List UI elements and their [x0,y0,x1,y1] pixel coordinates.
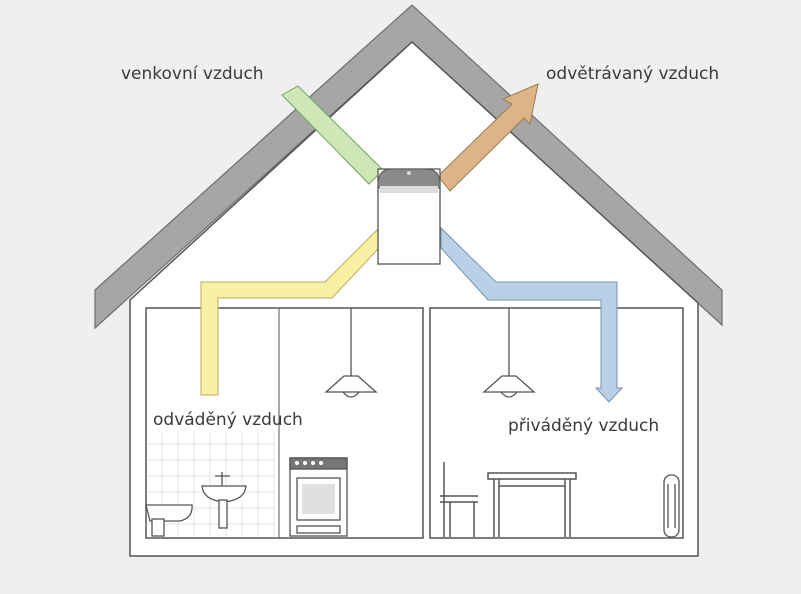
exhaust-air-duct [437,83,539,192]
stove-icon [289,457,348,537]
room-right [429,307,684,539]
ceiling-lamp-left-icon [324,308,378,398]
house-roof [94,4,723,330]
chair-icon [440,462,478,537]
washbasin-icon [201,472,247,529]
ventilation-unit-icon [377,168,441,265]
extract-air-duct [200,226,380,396]
toilet-icon [145,504,193,537]
radiator-icon [663,474,680,538]
ceiling-lamp-right-icon [482,308,536,398]
label-extract-air: odváděný vzduch [153,410,303,430]
table-icon [487,472,577,537]
label-exhaust-air: odvětrávaný vzduch [546,64,720,84]
room-left [145,307,424,539]
supply-air-duct [440,226,624,403]
label-supply-air: přiváděný vzduch [508,416,660,436]
label-outdoor-air: venkovní vzduch [121,64,264,84]
